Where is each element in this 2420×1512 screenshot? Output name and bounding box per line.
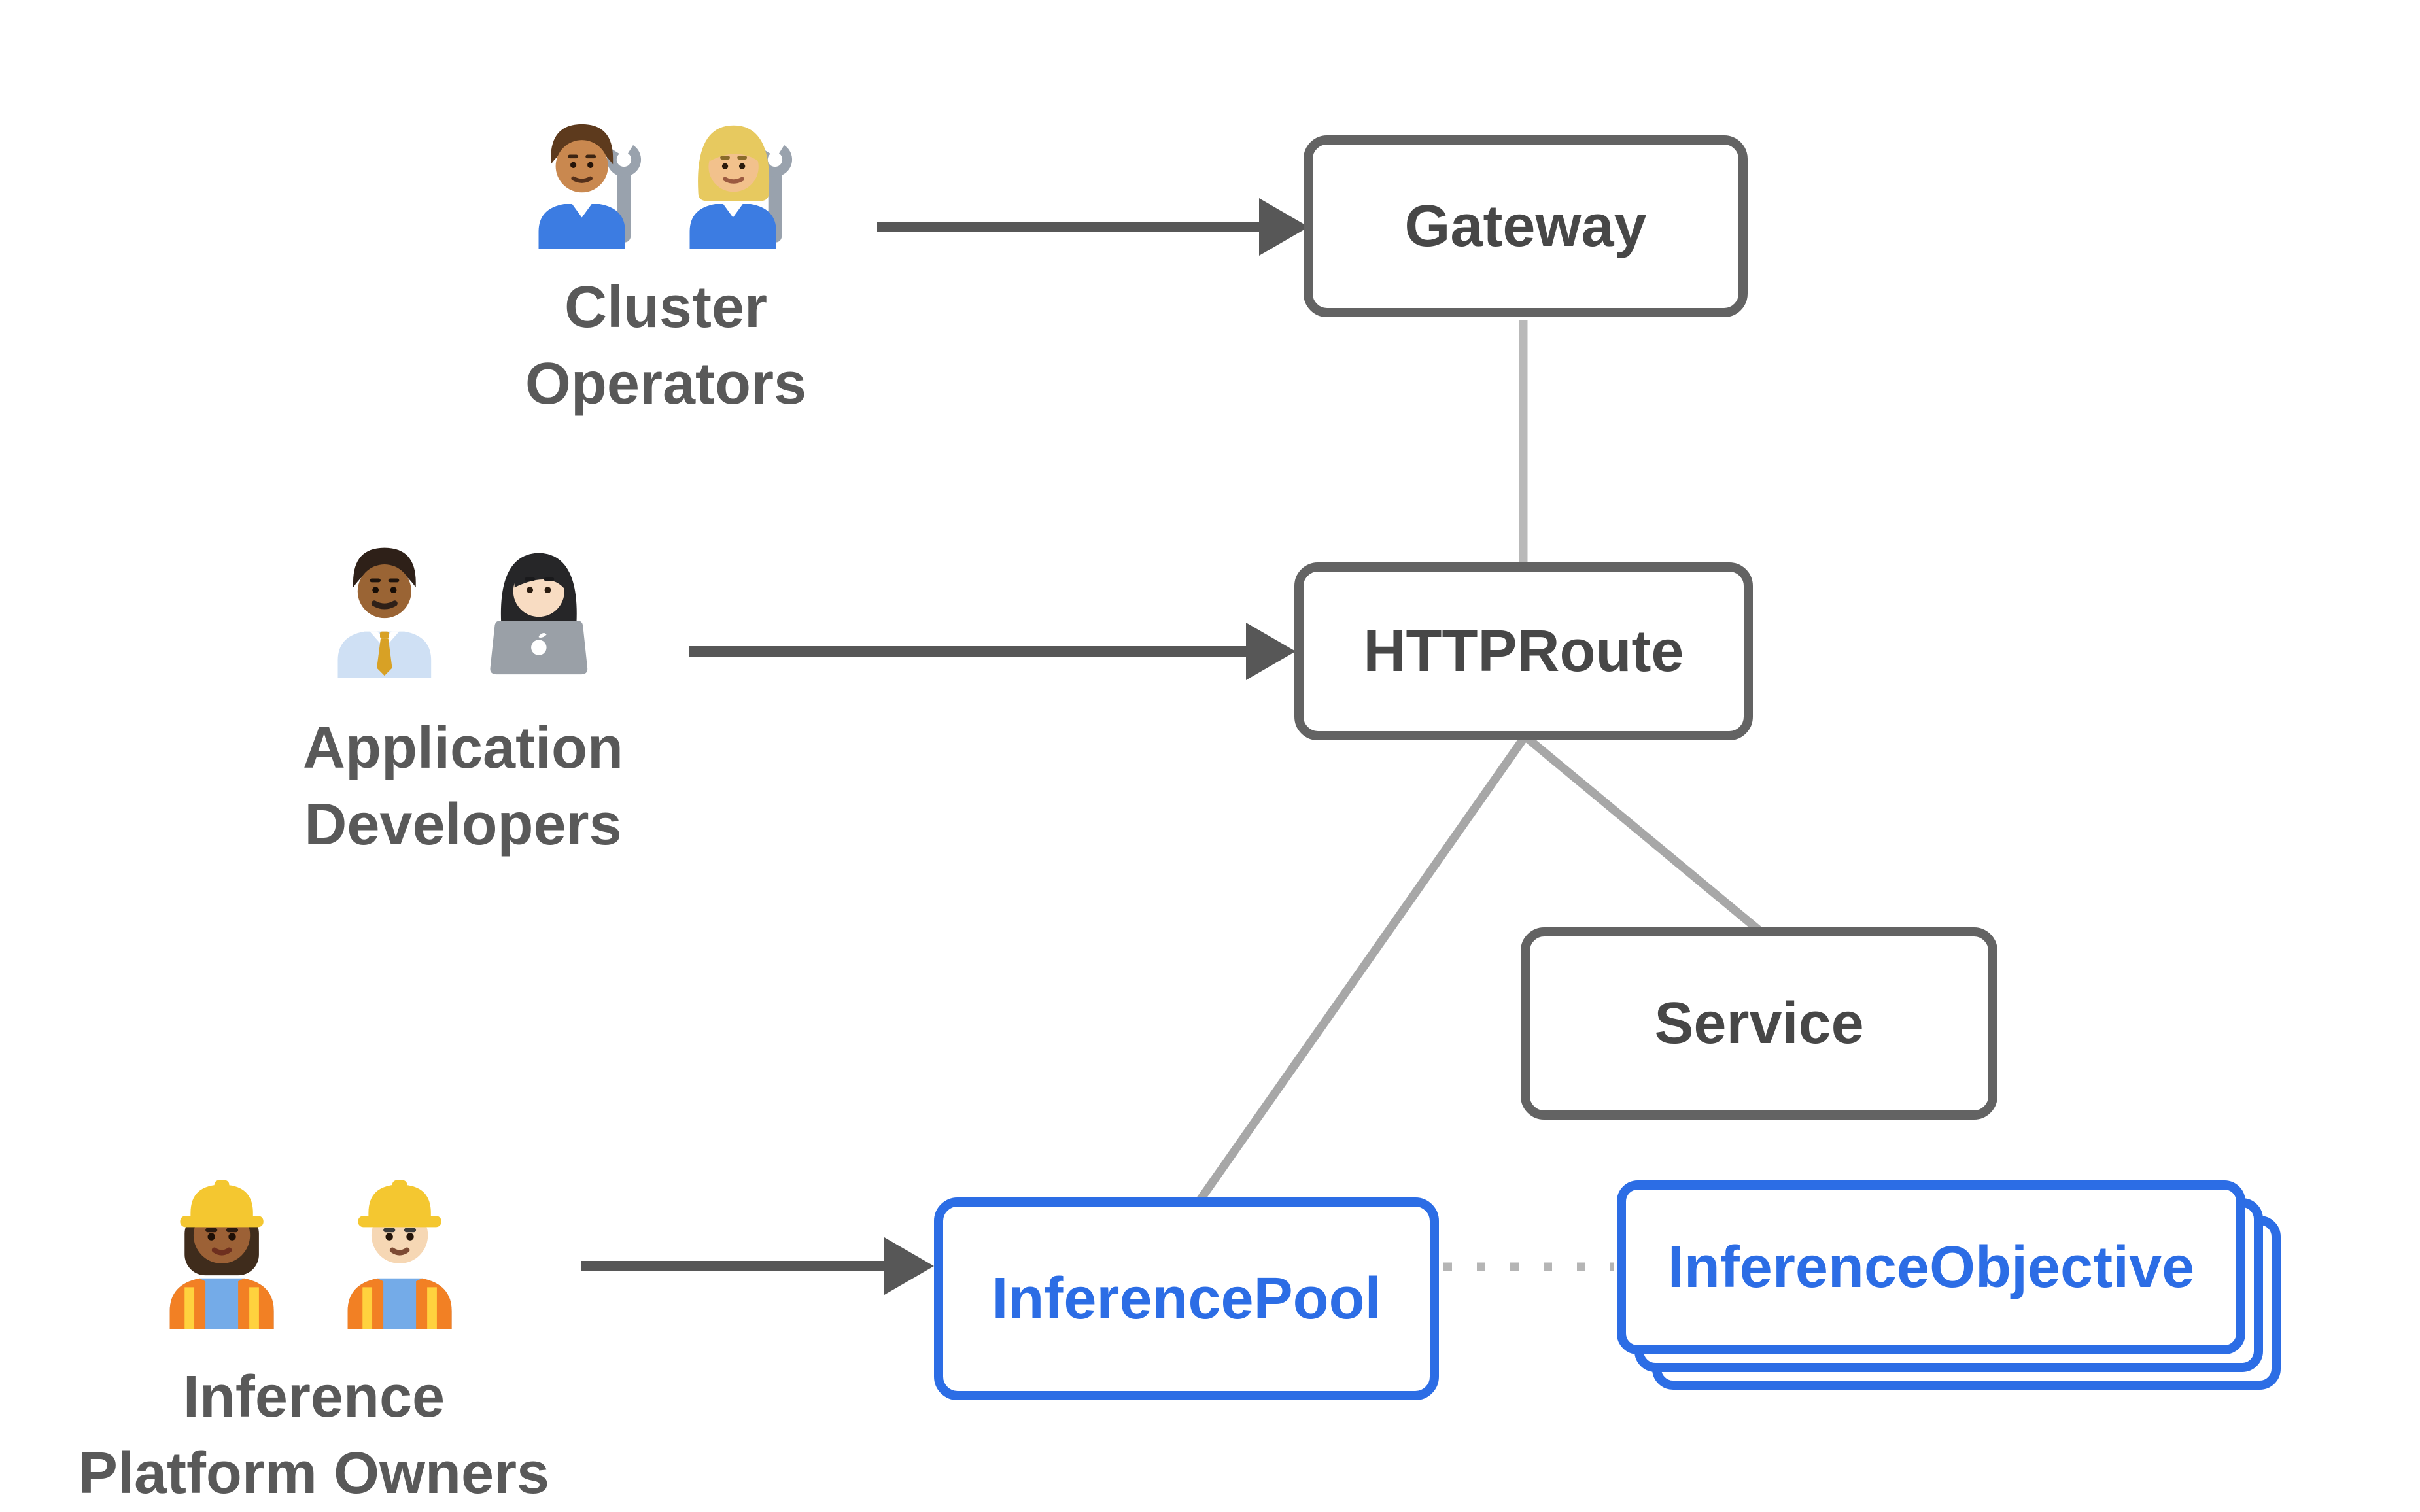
- node-inferenceobjective-label: InferenceObjective: [1667, 1234, 2195, 1300]
- node-inferencepool-label: InferencePool: [992, 1265, 1381, 1332]
- node-httproute-label: HTTPRoute: [1363, 618, 1684, 684]
- arrow-cluster-operators-to-gateway: [877, 198, 1309, 256]
- node-service: Service: [1521, 927, 1997, 1120]
- node-inferenceobjective-stack: InferenceObjective: [1617, 1180, 2281, 1390]
- node-inferenceobjective: InferenceObjective: [1617, 1180, 2245, 1354]
- actor-inference-platform-owners-emojis: [150, 1165, 477, 1329]
- edge-httproute-service: [1523, 733, 1763, 935]
- hard-hat-icon: [180, 1180, 264, 1228]
- node-httproute: HTTPRoute: [1294, 562, 1753, 740]
- woman-mechanic-emoji: [689, 125, 793, 249]
- hard-hat-icon: [358, 1180, 441, 1228]
- man-office-worker-emoji: [337, 547, 432, 678]
- node-gateway: Gateway: [1304, 135, 1748, 317]
- woman-construction-worker-emoji: [169, 1180, 274, 1329]
- man-construction-worker-emoji: [347, 1180, 452, 1329]
- actor-cluster-operators-label: Cluster Operators: [372, 269, 960, 422]
- actor-application-developers-emojis: [324, 538, 606, 678]
- actor-label-line: Platform Owners: [78, 1441, 550, 1506]
- man-mechanic-emoji: [538, 124, 642, 249]
- arrow-application-developers-to-httproute: [689, 623, 1296, 680]
- actor-label-line: Inference: [182, 1364, 445, 1430]
- node-service-label: Service: [1654, 990, 1864, 1056]
- actor-label-line: Developers: [304, 792, 622, 857]
- node-inferencepool: InferencePool: [934, 1197, 1439, 1400]
- actor-label-line: Application: [303, 715, 623, 781]
- edge-httproute-inferencepool: [1196, 734, 1529, 1203]
- actor-inference-platform-owners-label: Inference Platform Owners: [20, 1359, 608, 1512]
- node-gateway-label: Gateway: [1404, 193, 1647, 259]
- actor-label-line: Cluster: [564, 275, 768, 340]
- woman-technologist-emoji: [490, 553, 588, 675]
- actor-label-line: Operators: [525, 351, 807, 417]
- laptop-icon: [490, 621, 588, 675]
- actor-cluster-operators-emojis: [525, 114, 799, 249]
- arrow-inference-platform-owners-to-inferencepool: [581, 1237, 934, 1295]
- actor-application-developers-label: Application Developers: [169, 710, 757, 863]
